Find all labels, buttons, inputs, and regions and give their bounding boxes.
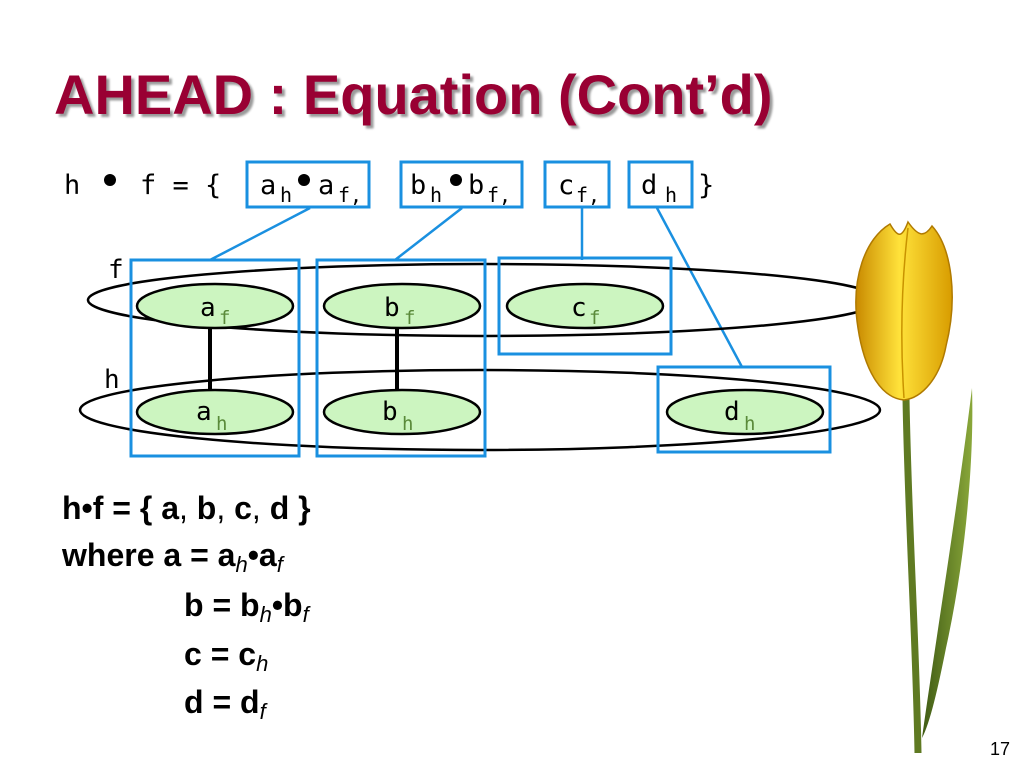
node-b-f-sub: f — [404, 307, 415, 329]
node-a-h-sub: h — [216, 413, 227, 435]
node-c-f-label: c — [571, 293, 587, 323]
group-box-d — [656, 365, 832, 454]
layer-h-label: h — [104, 365, 120, 395]
equation-line-3: b = bh•bf — [184, 587, 309, 627]
header-item-b-sub2: f, — [487, 183, 511, 207]
header-item-b-sub1: h — [430, 183, 442, 207]
header-item-d-sub1: h — [665, 183, 677, 207]
tulip-leaf — [922, 388, 973, 738]
header-operator: f = { — [140, 170, 221, 201]
header-item-d-base: d — [641, 170, 657, 201]
equation-line-5: d = df — [184, 684, 266, 724]
node-a-h-label: a — [196, 397, 212, 427]
node-a-f-sub: f — [219, 307, 230, 329]
node-b-h-label: b — [382, 397, 398, 427]
node-b-f-label: b — [384, 293, 400, 323]
node-d-h-sub: h — [744, 413, 755, 435]
group-box-a — [129, 258, 301, 458]
header-lhs: h — [64, 170, 80, 201]
node-a-f — [135, 282, 295, 330]
header-box-a — [245, 160, 371, 209]
header-compose-dot — [104, 174, 116, 186]
header-item-c-sub1: f, — [576, 183, 600, 207]
layer-f-label: f — [108, 255, 124, 285]
equation-line-4: c = ch — [184, 636, 269, 676]
header-box-d — [627, 160, 694, 209]
page-number: 17 — [989, 739, 1010, 759]
node-c-f-sub: f — [589, 307, 600, 329]
node-b-h-sub: h — [402, 413, 413, 435]
slide-title: AHEAD : Equation (Cont’d) — [54, 63, 773, 126]
header-item-c-base: c — [558, 170, 574, 201]
tulip-petal-line — [901, 227, 909, 399]
header-close: } — [698, 170, 714, 201]
node-d-h — [665, 388, 825, 436]
header-item-b-dot-base: b — [468, 170, 484, 201]
header-box-b — [399, 160, 524, 209]
node-b-f — [322, 282, 482, 330]
tulip-decoration — [855, 220, 973, 754]
tulip-stem — [902, 397, 922, 754]
header-item-a-base: a — [260, 170, 276, 201]
equation-line-1: h•f = { a, b, c, d } — [62, 490, 311, 526]
node-d-h-label: d — [724, 397, 740, 427]
connector-d — [655, 207, 744, 368]
header-item-a-dot-base: a — [318, 170, 334, 201]
header-box-c — [543, 160, 611, 209]
node-a-h — [135, 388, 295, 436]
node-a-f-label: a — [200, 293, 216, 323]
header-item-a-dot — [298, 174, 310, 186]
tulip-flower — [855, 220, 953, 401]
group-box-c — [497, 256, 673, 356]
header-item-b-dot — [450, 174, 462, 186]
connector-b — [394, 207, 463, 261]
header-item-a-sub2: f, — [338, 183, 362, 207]
group-box-b — [315, 258, 487, 458]
node-b-h — [322, 388, 482, 436]
equation-line-2: where a = ah•af — [62, 537, 283, 577]
node-c-f — [505, 282, 665, 330]
layer-h-ellipse — [78, 368, 882, 452]
connector-a — [209, 206, 311, 262]
header-item-a-sub1: h — [280, 183, 292, 207]
header-item-b-base: b — [410, 170, 426, 201]
